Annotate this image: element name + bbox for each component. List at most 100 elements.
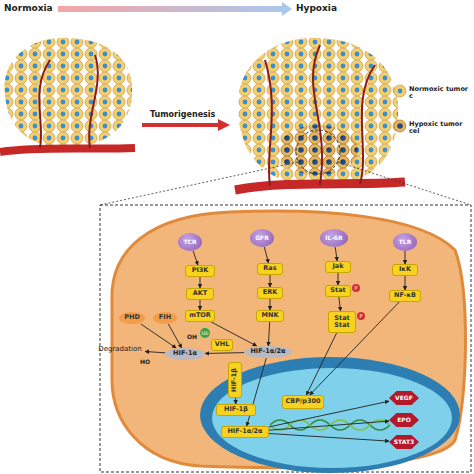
legend-nucleus (397, 123, 403, 129)
protein-box: HIF-1β (216, 404, 256, 416)
pathway-box: MNK (256, 310, 284, 322)
node-text: HIF-1α/2α (227, 428, 262, 435)
signal-arrow (269, 434, 389, 442)
node-text: STAT3 (394, 439, 414, 446)
cell-body (112, 211, 466, 468)
hypoxic-core (278, 125, 358, 175)
pathway-box: AKT (186, 288, 214, 300)
signal-arrow (200, 300, 201, 310)
node-text: MNK (262, 312, 279, 319)
signal-arrow (193, 251, 198, 265)
node-text: PI3K (192, 267, 209, 274)
hydroxyl-label: OH (187, 333, 197, 340)
inset-frame (100, 205, 471, 472)
node-text: PHD (124, 314, 140, 321)
hypoxic-cluster (238, 38, 398, 186)
node-text: FIH (159, 314, 171, 321)
protein-box: HIF-1α/2α (221, 426, 269, 438)
node-text: Degradation (98, 346, 141, 354)
signal-arrow (168, 324, 181, 348)
normoxic-cluster (4, 38, 132, 148)
capillary (265, 45, 375, 186)
pathway-box: NF-κB (389, 290, 421, 302)
ubiquitin-label: Ub (200, 328, 210, 338)
dna-strand (270, 420, 390, 430)
signal-arrow (264, 247, 268, 263)
nucleus-envelope (200, 357, 460, 473)
node-text: mTOR (189, 312, 211, 319)
node-text: HIF-1α (173, 350, 197, 357)
signal-arrow (145, 352, 165, 353)
signal-arrow (405, 276, 406, 290)
pathway-box: VHL (211, 339, 233, 351)
signal-arrow (270, 299, 271, 310)
signal-arrow (339, 297, 341, 311)
signal-arrow (268, 322, 269, 346)
zoom-line (100, 162, 471, 205)
arrow-head (218, 119, 230, 131)
receptor: GFR (250, 229, 274, 247)
signal-arrow (200, 277, 201, 288)
node-text: IκK (399, 266, 411, 273)
signal-arrow (405, 251, 406, 264)
legend-text: Hypoxic tumor cel (409, 121, 471, 136)
node-text: HIF-1β (224, 406, 248, 413)
phospho-label: P (352, 284, 360, 292)
node-text: CBP/p300 (285, 398, 320, 405)
protein-box: HIF-1β (228, 362, 242, 398)
receptor: TCR (178, 233, 202, 251)
signal-arrow (270, 275, 271, 287)
signal-arrow (335, 247, 337, 261)
enzyme-oval: FIH (153, 312, 177, 324)
outcome-text: Degradation (95, 344, 145, 356)
node-text: EPO (397, 417, 411, 424)
node-text: Stat (334, 315, 349, 322)
signal-arrow (310, 302, 400, 395)
protein-oval: HIF-1α (165, 348, 205, 360)
node-text: TCR (183, 239, 196, 246)
pathway-box: Jak (325, 261, 351, 273)
coactivator-box: CBP/p300 (282, 395, 324, 409)
node-text: VEGF (395, 395, 413, 402)
enzyme-oval: PHD (119, 312, 145, 324)
zoom-circle (296, 130, 340, 174)
protein-oval: HIF-1α/2α (244, 346, 292, 358)
signal-arrow (306, 333, 336, 395)
pathway-box: Ras (257, 263, 283, 275)
node-text: Ras (263, 265, 276, 272)
condition-label: Hypoxia (296, 3, 337, 13)
node-text: VHL (215, 341, 230, 348)
pathway-box: IκK (392, 264, 418, 276)
receptor: TLR (393, 233, 417, 251)
condition-label: Normoxia (4, 3, 53, 13)
receptor: IL-6R (320, 229, 348, 247)
pathway-box: mTOR (185, 310, 215, 322)
node-text: Stat (330, 287, 345, 294)
pathway-box: Stat (325, 285, 351, 297)
signal-arrow (141, 324, 176, 348)
node-text: Stat (334, 322, 349, 329)
gradient-arrow (58, 2, 292, 16)
process-label: Tumorigenesis (150, 110, 215, 119)
node-text: IL-6R (325, 235, 342, 242)
node-text: AKT (193, 290, 208, 297)
tumorigenesis-arrow (142, 123, 220, 127)
node-text: TLR (399, 239, 412, 246)
blood-vessel (0, 148, 135, 152)
phospho-label: P (357, 312, 365, 320)
pathway-box: PI3K (185, 265, 215, 277)
node-text: ERK (263, 289, 277, 296)
legend-cell (394, 85, 406, 97)
legend-text: Normoxic tumor c (409, 86, 471, 101)
hydroxyl-label: HO (140, 358, 150, 365)
node-text: HIF-1α/2α (250, 348, 285, 355)
dna-strand (270, 420, 390, 430)
node-text: Jak (332, 263, 343, 270)
signal-arrow (205, 352, 244, 354)
signal-arrow (338, 273, 339, 285)
node-text: GFR (255, 235, 269, 242)
legend-nucleus (398, 89, 403, 94)
dimer-box: StatStat (328, 311, 356, 333)
capillary (39, 55, 98, 148)
